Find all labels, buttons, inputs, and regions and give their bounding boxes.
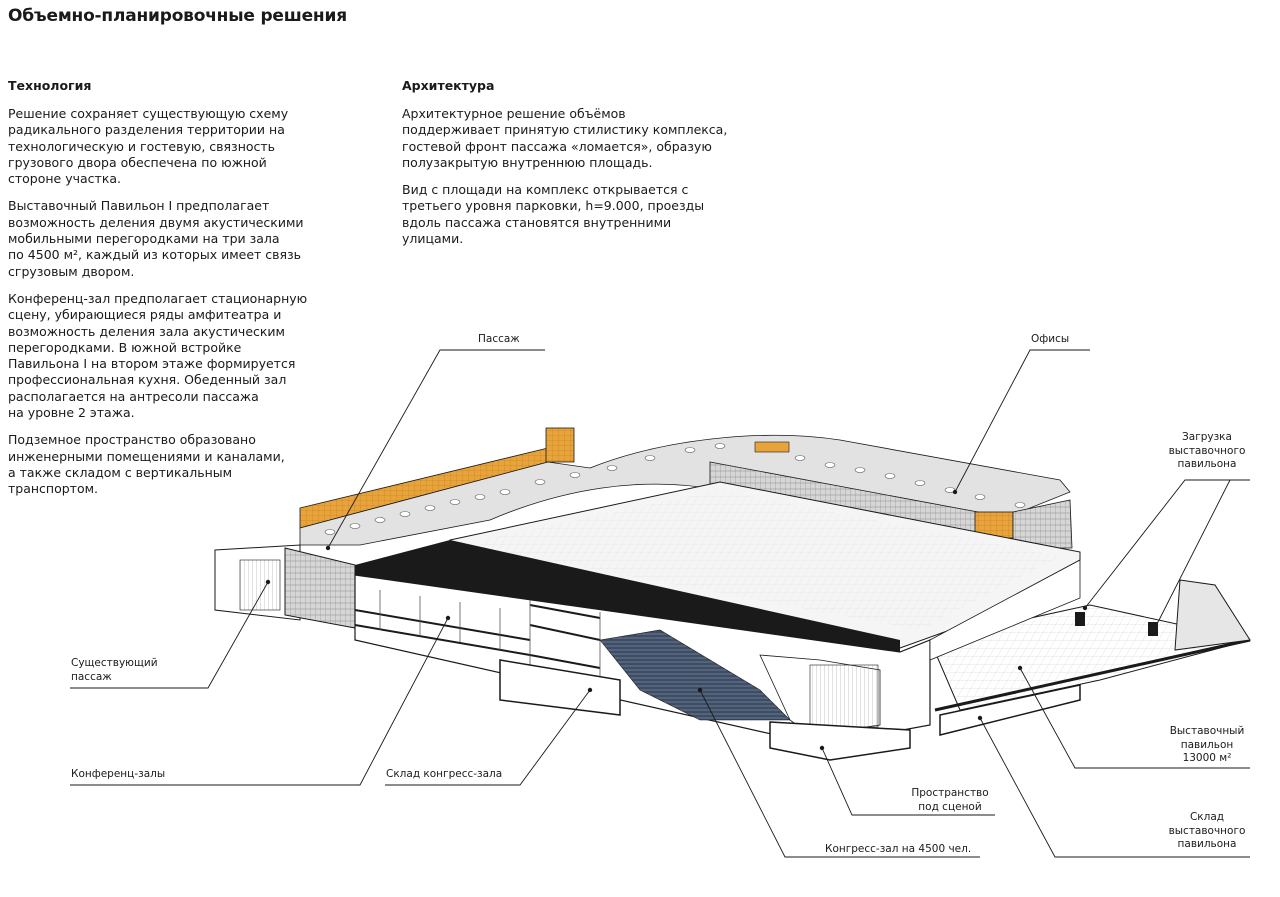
leader-storage-pavilion xyxy=(979,717,1250,858)
label-storage-congress: Склад конгресс-зала xyxy=(386,768,503,780)
leader-existing-passage xyxy=(70,581,269,689)
pavilion-storage-basement xyxy=(939,684,1081,736)
label-congress-hall: Конгресс-зал на 4500 чел. xyxy=(825,843,972,855)
technology-heading: Технология xyxy=(8,78,92,93)
basement xyxy=(499,659,621,716)
leader-congress-hall xyxy=(699,689,980,858)
leader-lines xyxy=(70,349,1250,858)
pavilion-floor-edge xyxy=(934,638,1251,712)
pavilion-floor xyxy=(929,604,1251,711)
leader-conference-halls xyxy=(70,617,449,786)
label-offices: Офисы xyxy=(1031,333,1070,345)
leader-pavilion xyxy=(1019,667,1250,769)
column-lines xyxy=(379,590,601,710)
stage-facade xyxy=(809,664,879,728)
architecture-paragraph: Архитектурное решение объёмов поддержива… xyxy=(402,106,728,170)
architecture-paragraph: Вид с площади на комплекс открывается с … xyxy=(402,182,705,247)
leader-passage xyxy=(327,349,545,549)
pavilion-end-roof xyxy=(1174,579,1251,651)
label-conference-halls: Конференц-залы xyxy=(71,768,166,780)
technology-paragraph: Подземное пространство образовано инжене… xyxy=(8,432,285,497)
architecture-heading: Архитектура xyxy=(402,78,495,93)
architecture-section: Архитектура Архитектурное решение объёмо… xyxy=(402,78,732,258)
loading-door xyxy=(1148,622,1158,636)
leader-offices xyxy=(954,349,1090,493)
floor-lines xyxy=(354,604,601,701)
existing-passage-windows xyxy=(239,559,281,611)
pavilion-back-wall xyxy=(929,559,1081,661)
label-under-stage: Пространство под сценой xyxy=(911,787,989,813)
roof-units xyxy=(324,443,1026,535)
main-building xyxy=(214,481,1251,761)
label-passage: Пассаж xyxy=(478,333,520,345)
back-roof-group xyxy=(299,427,1073,549)
label-loading: Загрузка выставочного павильона xyxy=(1168,431,1246,470)
label-storage-pavilion: Склад выставочного павильона xyxy=(1168,811,1246,850)
roof-front-edge xyxy=(355,540,900,652)
roof-grid xyxy=(480,490,1060,630)
leader-loading-2 xyxy=(1154,479,1250,629)
technology-paragraph: Решение сохраняет существующую схему рад… xyxy=(8,106,289,187)
leader-loading xyxy=(1084,479,1250,609)
offices-end-facade xyxy=(1012,499,1073,549)
passage-section xyxy=(284,547,356,629)
leader-dots xyxy=(265,489,1158,751)
orange-tower xyxy=(545,427,575,463)
leader-under-stage xyxy=(821,747,995,816)
loading-door xyxy=(1075,612,1085,626)
label-pavilion: Выставочный павильон 13000 м² xyxy=(1169,725,1245,764)
technology-paragraph: Конференц-зал предполагает стационарную … xyxy=(8,290,308,421)
orange-box-top xyxy=(754,441,790,453)
technology-section: Технология Решение сохраняет существующу… xyxy=(8,78,338,509)
technology-paragraph: Выставочный Павильон I предполагает возм… xyxy=(8,198,304,279)
under-stage-basement xyxy=(769,721,911,761)
leader-storage-congress xyxy=(385,689,591,786)
page-title: Объемно-планировочные решения xyxy=(8,6,347,26)
label-existing-passage: Существующий пассаж xyxy=(71,657,158,683)
passage-roof xyxy=(299,435,1071,546)
